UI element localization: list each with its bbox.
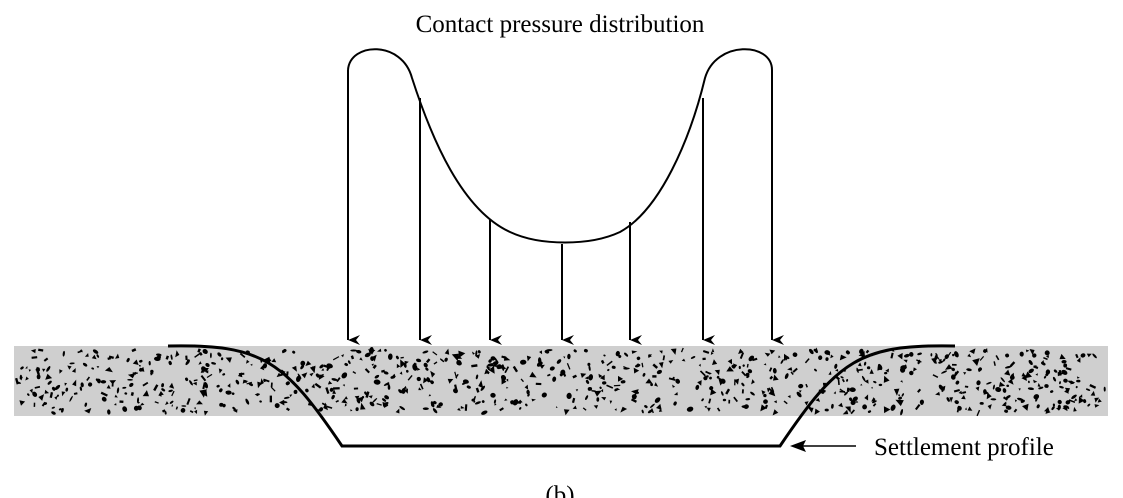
diagram-title: Contact pressure distribution bbox=[416, 11, 705, 38]
pressure-arrows bbox=[347, 70, 784, 345]
figure-label: (b) bbox=[545, 482, 574, 498]
soil-layer bbox=[14, 346, 1108, 416]
settlement-pointer-arrow bbox=[790, 440, 856, 452]
soil-grains bbox=[15, 346, 1106, 417]
pressure-curve bbox=[347, 48, 773, 244]
settlement-profile-label: Settlement profile bbox=[874, 434, 1054, 461]
settlement-profile-curve bbox=[167, 344, 956, 448]
